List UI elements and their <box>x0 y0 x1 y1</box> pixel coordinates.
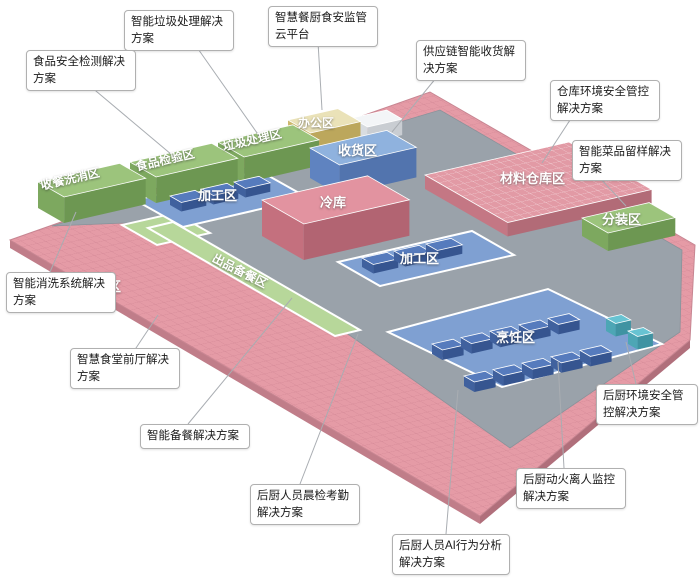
callout-fire-monitor: 后厨动火离人监控解决方案 <box>516 468 626 510</box>
callout-smart-prep: 智能备餐解决方案 <box>140 424 250 449</box>
equipment-box <box>462 370 497 392</box>
callout-morning-check: 后厨人员晨检考勤解决方案 <box>250 484 360 526</box>
equipment-box <box>424 237 464 260</box>
meal-prep-corridor-floor <box>145 220 363 338</box>
callout-washing-system: 智能消洗系统解决方案 <box>6 272 116 314</box>
equipment-box <box>392 244 432 267</box>
callout-supply-chain: 供应链智能收货解决方案 <box>416 40 526 82</box>
equipment-box <box>520 357 555 380</box>
building-dish-washing <box>36 162 147 223</box>
callout-kitchen-env: 后厨环境安全管控解决方案 <box>596 384 698 426</box>
callout-garbage: 智能垃圾处理解决方案 <box>124 10 234 52</box>
kitchen-equipment <box>168 175 654 392</box>
equipment-tank <box>604 314 632 337</box>
equipment-box <box>232 175 272 198</box>
equipment-box <box>546 313 581 335</box>
equipment-box <box>168 189 208 212</box>
equipment-box <box>549 351 584 373</box>
callout-front-hall: 智慧食堂前厅解决方案 <box>70 348 180 390</box>
building-cold-storage <box>260 175 411 260</box>
callout-dish-sample: 智能菜品留样解决方案 <box>572 140 682 182</box>
callout-food-safety: 食品安全检测解决方案 <box>26 50 136 92</box>
equipment-box <box>578 345 613 367</box>
callout-cloud-platform: 智慧餐厨食安监管云平台 <box>268 6 378 48</box>
building-packing <box>580 202 677 251</box>
callout-warehouse-env: 仓库环境安全管控解决方案 <box>550 80 660 122</box>
equipment-box <box>200 182 240 205</box>
equipment-tank <box>626 327 654 350</box>
equipment-box <box>360 251 400 274</box>
leader-lines <box>49 41 637 535</box>
callout-ai-behavior: 后厨人员AI行为分析解决方案 <box>392 534 510 576</box>
